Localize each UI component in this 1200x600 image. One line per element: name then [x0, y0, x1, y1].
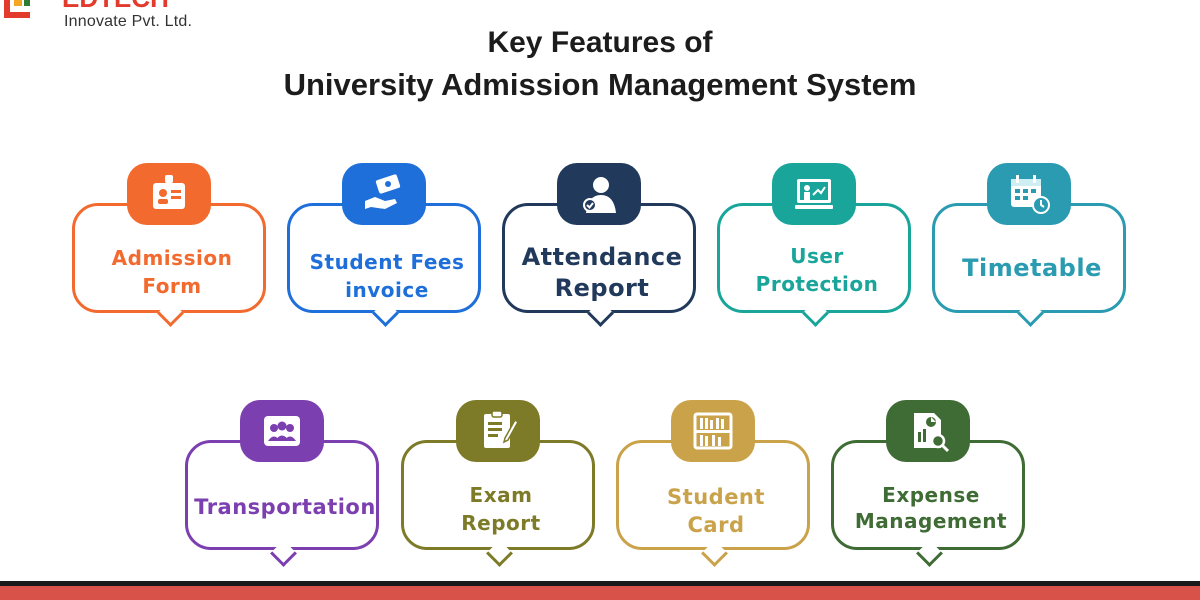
feature-label-line: Form [142, 274, 202, 298]
group-icon [264, 416, 300, 446]
page-title-line2: University Admission Management System [283, 67, 917, 102]
feature-badge [456, 400, 540, 462]
feature-badge [772, 163, 856, 225]
person-check-icon [583, 177, 616, 213]
card-pointer [372, 300, 399, 327]
card-box: Timetable [932, 203, 1129, 327]
card-box: Student Fees invoice [287, 203, 484, 327]
feature-label: Transportation [188, 493, 382, 521]
feature-label: Attendance Report [505, 242, 699, 304]
feature-label-line: Report [554, 274, 650, 302]
card-pointer [587, 300, 614, 327]
feature-label-line: Card [687, 513, 745, 537]
feature-label-line: Management [854, 509, 1008, 533]
feature-label-line: Report [461, 511, 541, 535]
feature-badge [987, 163, 1071, 225]
feature-label-line: Timetable [962, 254, 1102, 282]
feature-label-line: Student Fees [309, 250, 465, 274]
feature-badge [342, 163, 426, 225]
company-logo: EDTECH Innovate Pvt. Ltd. [0, 0, 230, 40]
feature-label-line: Student [667, 485, 765, 509]
feature-badge [886, 400, 970, 462]
card-pointer [157, 300, 184, 327]
feature-label: Exam Report [404, 481, 598, 537]
bottom-bar [0, 581, 1200, 600]
feature-badge [127, 163, 211, 225]
card-pointer [486, 540, 513, 567]
feature-badge [240, 400, 324, 462]
card-pointer [1017, 300, 1044, 327]
card-pointer [270, 540, 297, 567]
logo-brand: EDTECH [62, 0, 212, 8]
card-pointer [701, 540, 728, 567]
id-badge-icon [153, 175, 185, 209]
feature-label: Expense Management [834, 482, 1028, 534]
logo-subtitle: Innovate Pvt. Ltd. [64, 13, 193, 30]
feature-label-line: Protection [755, 272, 879, 296]
presentation-screen-icon [795, 179, 833, 209]
feature-label-line: User [790, 244, 844, 268]
feature-badge [671, 400, 755, 462]
report-pen-icon [484, 410, 519, 448]
feature-label: Admission Form [75, 244, 269, 300]
logo-mark-icon [4, 0, 30, 18]
page-title-line1: Key Features of [487, 26, 713, 59]
card-pointer [916, 540, 943, 567]
feature-label: Student Fees invoice [290, 248, 484, 304]
feature-label: Student Card [619, 483, 813, 539]
calendar-clock-icon [1011, 175, 1050, 214]
feature-badge [557, 163, 641, 225]
feature-label-line: Transportation [194, 495, 376, 519]
feature-label-line: Admission [111, 246, 233, 270]
feature-label: User Protection [720, 242, 914, 298]
document-search-icon [914, 413, 950, 453]
feature-label-line: Attendance [521, 243, 683, 271]
payment-icon [365, 174, 401, 209]
card-pointer [802, 300, 829, 327]
feature-label: Timetable [935, 254, 1129, 282]
feature-label-line: Exam [469, 483, 533, 507]
feature-label-line: invoice [345, 278, 429, 302]
feature-label-line: Expense [882, 483, 980, 507]
bookshelf-icon [693, 412, 733, 450]
